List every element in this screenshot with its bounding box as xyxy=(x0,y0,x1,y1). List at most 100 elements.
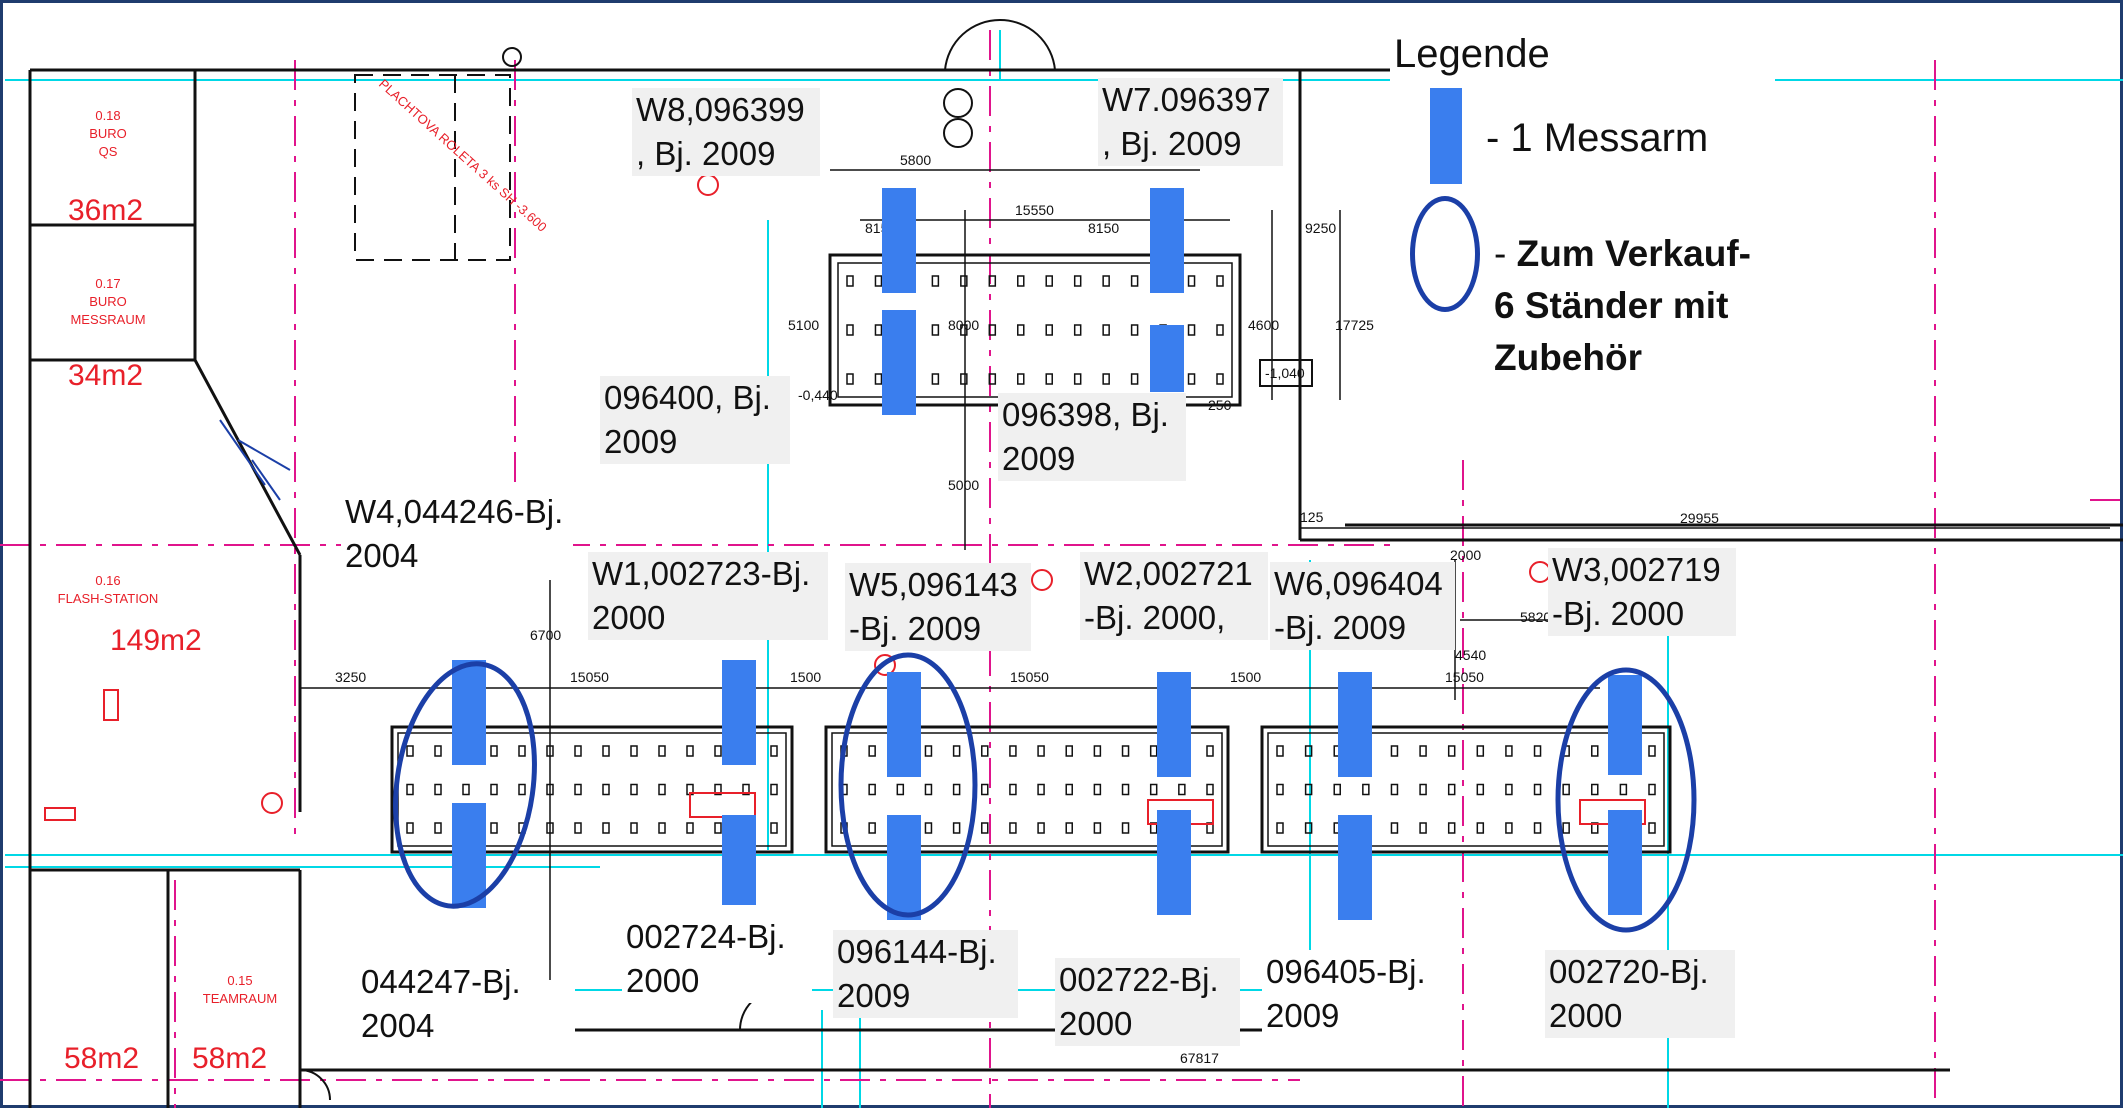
mounting-hole xyxy=(1102,324,1110,336)
dimension-text: 3250 xyxy=(335,669,366,685)
mounting-hole xyxy=(868,822,876,834)
mounting-hole xyxy=(1037,745,1045,757)
label-002720: 002720-Bj. 2000 xyxy=(1545,950,1735,1038)
mounting-hole xyxy=(952,822,961,834)
label-w3: W3,002719 -Bj. 2000 xyxy=(1548,548,1736,636)
room-name-text: BURO xyxy=(89,126,127,141)
room-name-text: TEAMRAUM xyxy=(203,991,277,1006)
mounting-hole xyxy=(1648,783,1656,796)
mounting-hole xyxy=(952,745,961,757)
mounting-hole xyxy=(1447,822,1456,834)
mounting-hole xyxy=(1130,275,1139,287)
mounting-hole xyxy=(1073,324,1082,336)
dimension-text: 4540 xyxy=(1455,647,1486,663)
mounting-hole xyxy=(1093,822,1102,834)
mounting-hole xyxy=(1390,822,1399,834)
mounting-hole xyxy=(988,275,997,287)
mounting-hole xyxy=(658,783,666,796)
dimension-text: 9250 xyxy=(1305,220,1336,236)
label-096405: 096405-Bj. 2009 xyxy=(1262,950,1452,1038)
mounting-hole xyxy=(1276,745,1284,757)
mounting-hole xyxy=(602,745,610,757)
mounting-hole xyxy=(1476,745,1485,757)
mounting-hole xyxy=(1017,373,1025,385)
room-texts: 0.18BUROQS36m20.17BUROMESSRAUM34m20.16FL… xyxy=(58,108,278,1075)
mounting-hole xyxy=(1390,745,1399,757)
sale-oval-w4 xyxy=(393,661,537,909)
mounting-hole xyxy=(1102,373,1110,385)
room-name-text: 0.18 xyxy=(95,108,120,123)
mounting-hole xyxy=(1045,373,1053,385)
measuring-arm xyxy=(1157,672,1191,777)
dimension-text: -1,040 xyxy=(1265,365,1305,381)
measuring-arm xyxy=(722,815,756,905)
legend: Legende - 1 Messarm - Zum Verkauf- 6 Stä… xyxy=(1390,28,1775,378)
mounting-hole xyxy=(462,783,470,796)
label-w4: W4,044246-Bj. 2004 xyxy=(341,490,573,578)
dimension-text: 4600 xyxy=(1248,317,1279,333)
mounting-hole xyxy=(960,373,968,385)
dimension-text: 15050 xyxy=(570,669,609,685)
mounting-hole xyxy=(574,822,582,834)
mounting-hole xyxy=(1093,783,1102,796)
mounting-hole xyxy=(1009,822,1017,834)
dimension-text: 125 xyxy=(1300,509,1324,525)
mounting-hole xyxy=(988,324,997,336)
mounting-hole xyxy=(630,783,638,796)
legend-oval-prefix: - xyxy=(1494,233,1517,274)
mounting-hole xyxy=(1065,822,1073,834)
mounting-hole xyxy=(981,822,989,834)
mounting-hole xyxy=(1065,783,1073,796)
dimension-text: 5800 xyxy=(900,152,931,168)
mounting-hole xyxy=(874,275,883,287)
mounting-hole xyxy=(1045,275,1053,287)
mounting-hole xyxy=(742,783,750,796)
mounting-hole xyxy=(1073,275,1082,287)
mounting-hole xyxy=(714,822,722,834)
mounting-hole xyxy=(1102,275,1110,287)
room-area-text: 58m2 xyxy=(64,1042,139,1075)
dimension-text: 17725 xyxy=(1335,317,1374,333)
mounting-hole xyxy=(1591,783,1599,796)
mounting-hole xyxy=(981,783,989,796)
black-markers xyxy=(502,47,1313,387)
mounting-hole xyxy=(1562,783,1570,796)
measuring-arm xyxy=(882,310,916,415)
legend-oval-swatch xyxy=(1410,196,1480,312)
mounting-hole xyxy=(1017,324,1025,336)
mounting-hole xyxy=(714,783,722,796)
mounting-hole xyxy=(846,373,854,385)
mounting-hole xyxy=(1187,275,1196,287)
label-002722: 002722-Bj. 2000 xyxy=(1055,958,1240,1046)
mounting-hole xyxy=(1187,373,1196,385)
mounting-hole xyxy=(434,783,442,796)
measuring-arm xyxy=(1608,675,1642,775)
mounting-hole xyxy=(490,822,498,834)
measuring-arm xyxy=(882,188,916,293)
label-w8: W8,096399 , Bj. 2009 xyxy=(632,88,820,176)
mounting-hole xyxy=(406,783,414,796)
mounting-hole xyxy=(1093,745,1102,757)
label-w5: W5,096143 -Bj. 2009 xyxy=(845,563,1031,651)
label-w1: W1,002723-Bj. 2000 xyxy=(588,552,828,640)
mounting-hole xyxy=(1276,783,1284,796)
label-w7: W7.096397 , Bj. 2009 xyxy=(1098,78,1283,166)
mounting-hole xyxy=(896,783,905,796)
mounting-hole xyxy=(924,822,933,834)
room-area-text: 34m2 xyxy=(68,359,143,392)
room-name-text: BURO xyxy=(89,294,127,309)
mounting-hole xyxy=(574,745,582,757)
mounting-hole xyxy=(1505,783,1513,796)
mounting-hole xyxy=(490,745,498,757)
dimension-text: 8000 xyxy=(948,317,979,333)
mounting-hole xyxy=(1419,822,1427,834)
mounting-hole xyxy=(574,783,582,796)
dimension-text: 5100 xyxy=(788,317,819,333)
dimension-text: -0,440 xyxy=(798,387,838,403)
mounting-hole xyxy=(874,324,883,336)
flash-door xyxy=(219,419,291,501)
legend-arm-label: - 1 Messarm xyxy=(1486,116,1709,160)
walls xyxy=(28,68,2123,1108)
